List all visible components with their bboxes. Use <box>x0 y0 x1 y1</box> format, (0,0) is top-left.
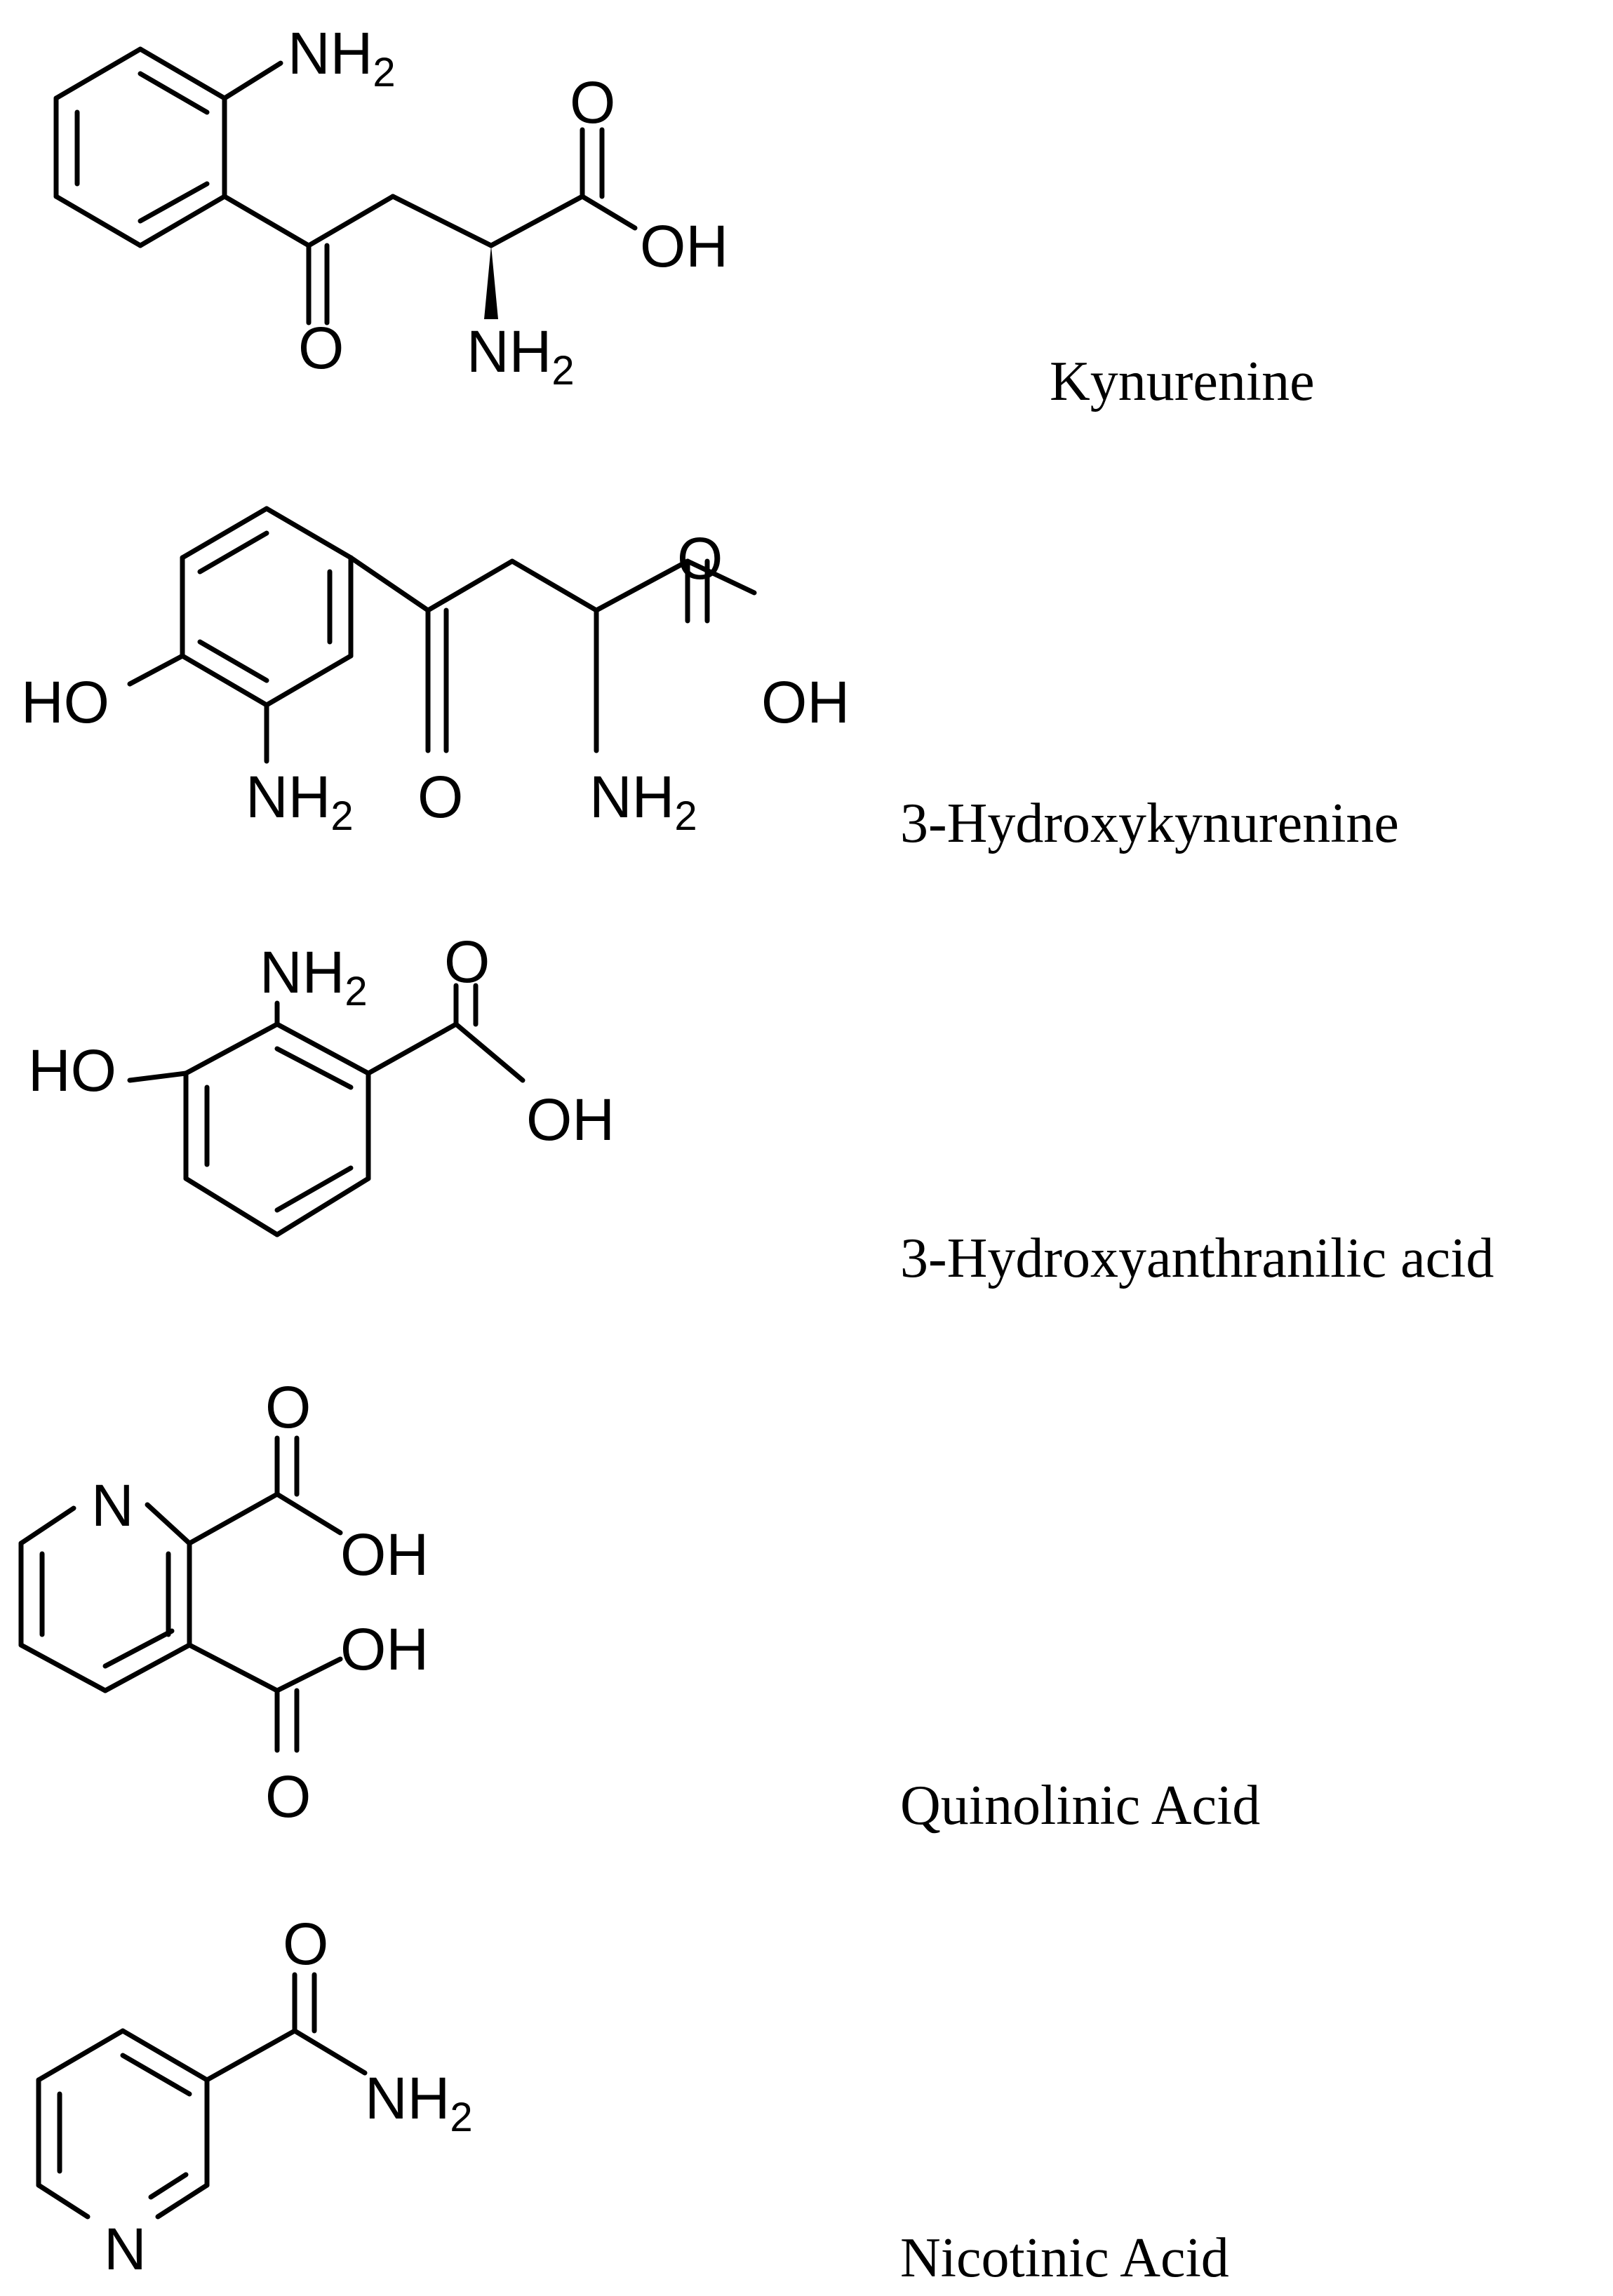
atom-label-oxygen: O <box>298 315 344 381</box>
atom-label-amino: NH2 <box>467 318 575 394</box>
atom-label-hydroxyl: OH <box>640 213 728 279</box>
atom-label-oxygen: O <box>283 1911 328 1977</box>
benzene-ring <box>180 506 354 708</box>
pyridine-ring <box>18 1502 192 1693</box>
compound-name: Nicotinic Acid <box>900 2227 1229 2289</box>
atom-label-oxygen: O <box>265 1764 311 1830</box>
pyridine-ring <box>36 2028 210 2220</box>
atom-label-hydroxyl: OH <box>340 1522 429 1587</box>
compound-name: Kynurenine <box>1050 351 1315 412</box>
atom-label-oxygen: O <box>265 1374 311 1440</box>
atom-label-oxygen: O <box>570 69 615 135</box>
benzene-ring <box>183 1021 371 1237</box>
structure-kynurenine: NH2 O NH2 O OH <box>53 20 728 394</box>
compound-name: 3-Hydroxyanthranilic acid <box>900 1228 1494 1289</box>
atom-label-amino: NH2 <box>288 20 396 95</box>
atom-label-amino: NH2 <box>260 939 368 1014</box>
atom-label-hydroxyl: OH <box>526 1087 615 1153</box>
compound-name: 3-Hydroxykynurenine <box>900 793 1399 854</box>
atom-label-hydroxyl: HO <box>21 669 109 735</box>
structure-nicotinic-acid: N O NH2 <box>36 1911 473 2282</box>
atom-label-amino: NH2 <box>589 764 697 839</box>
atom-label-nitrogen: N <box>91 1472 134 1538</box>
structure-3-hydroxykynurenine: HO NH2 O NH2 O OH <box>21 506 850 839</box>
atom-label-oxygen: O <box>677 525 723 591</box>
atom-label-nitrogen: N <box>104 2216 147 2282</box>
structure-quinolinic-acid: N O OH OH O <box>18 1374 429 1830</box>
structure-3-hydroxyanthranilic-acid: NH2 O HO OH <box>28 929 615 1237</box>
atom-label-oxygen: O <box>417 764 463 830</box>
compound-name: Quinolinic Acid <box>900 1775 1260 1837</box>
atom-label-oxygen: O <box>444 929 490 995</box>
atom-label-hydroxyl: HO <box>28 1038 116 1103</box>
atom-label-amino: NH2 <box>246 764 354 839</box>
wedge-bond <box>484 246 498 319</box>
atom-label-hydroxyl: OH <box>340 1616 429 1682</box>
atom-label-hydroxyl: OH <box>761 669 850 735</box>
atom-label-amino: NH2 <box>365 2065 473 2140</box>
benzene-ring <box>53 46 227 248</box>
